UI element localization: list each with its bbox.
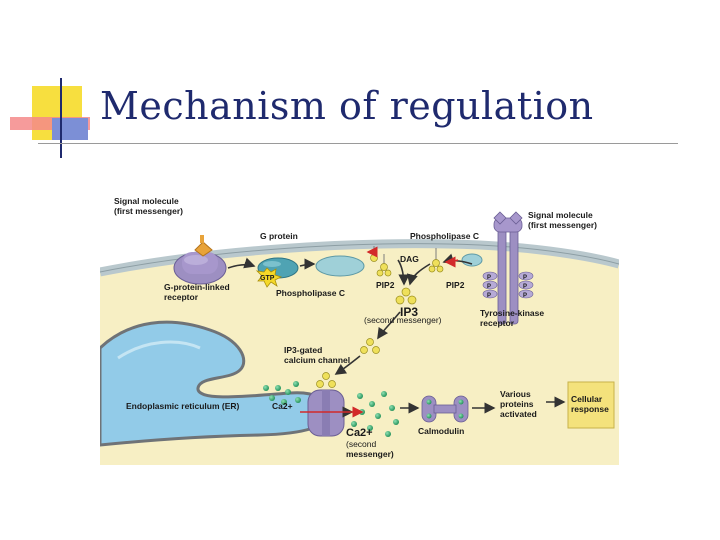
svg-text:P: P <box>523 284 527 290</box>
ip3-molecule-bound <box>316 372 336 388</box>
label-phospholipase-bottom: Phospholipase C <box>276 288 345 298</box>
label-ip3: IP3 <box>400 305 418 319</box>
phospholipase-c-top <box>461 253 483 267</box>
cellular-response-box <box>567 381 615 429</box>
label-pip2-right: PIP2 <box>446 280 465 290</box>
label-signal-left: Signal molecule <box>114 196 179 206</box>
label-rtk-1: Tyrosine-kinase <box>480 308 544 318</box>
ip3-gated-calcium-channel <box>307 389 345 437</box>
signaling-diagram: GTP <box>100 190 619 465</box>
label-pip2-left: PIP2 <box>376 280 395 290</box>
endoplasmic-reticulum <box>100 320 332 447</box>
label-cellular-1: Cellular <box>571 394 603 404</box>
label-calmodulin: Calmodulin <box>418 426 464 436</box>
label-various-3: activated <box>500 409 537 419</box>
ip3-molecule-diffusing <box>360 338 380 354</box>
label-second-messenger-1: (second messenger) <box>364 315 442 325</box>
label-second-messenger-2b: messenger) <box>346 449 394 459</box>
pip2-molecule-right <box>428 248 444 273</box>
label-er: Endoplasmic reticulum (ER) <box>126 401 240 411</box>
label-ca-big: Ca2+ <box>346 427 373 439</box>
svg-text:P: P <box>487 275 491 281</box>
svg-text:P: P <box>487 284 491 290</box>
calcium-ions-er <box>263 381 301 405</box>
deco-horizontal-line <box>38 143 678 144</box>
gtp-label: GTP <box>260 275 275 282</box>
label-various-2: proteins <box>500 399 534 409</box>
label-signal-right-sub: (first messenger) <box>528 220 597 230</box>
label-ip3-gated-2: calcium channel <box>284 355 350 365</box>
label-g-protein: G protein <box>260 231 298 241</box>
label-cellular-2: response <box>571 404 609 414</box>
label-phospholipase-top: Phospholipase C <box>410 231 479 241</box>
ip3-molecule <box>395 287 417 305</box>
label-ca-er: Ca2+ <box>272 401 293 411</box>
calmodulin <box>421 395 469 423</box>
signal-molecule-left <box>194 235 213 257</box>
label-rtk-2: receptor <box>480 318 515 328</box>
slide-title: Mechanism of regulation <box>100 84 594 128</box>
label-ip3-gated-1: IP3-gated <box>284 345 322 355</box>
label-gpcr-2: receptor <box>164 292 199 302</box>
tyrosine-kinase-receptor <box>493 211 523 325</box>
deco-blue-square <box>52 118 88 140</box>
label-various-1: Various <box>500 389 531 399</box>
label-dag: DAG <box>400 254 419 264</box>
phospholipase-c-middle <box>315 255 365 277</box>
pip2-molecule-left <box>376 254 392 277</box>
gtp-badge: GTP <box>255 267 283 288</box>
svg-text:P: P <box>487 293 491 299</box>
svg-text:P: P <box>523 275 527 281</box>
phosphate-groups: P P P P P P <box>482 271 534 299</box>
label-gpcr-1: G-protein-linked <box>164 282 230 292</box>
label-signal-left-sub: (first messenger) <box>114 206 183 216</box>
deco-vertical-line <box>60 78 62 158</box>
label-second-messenger-2a: (second <box>346 439 377 449</box>
red-arrows <box>300 246 459 418</box>
label-signal-right: Signal molecule <box>528 210 593 220</box>
g-protein-linked-receptor <box>173 251 227 285</box>
svg-text:P: P <box>523 293 527 299</box>
